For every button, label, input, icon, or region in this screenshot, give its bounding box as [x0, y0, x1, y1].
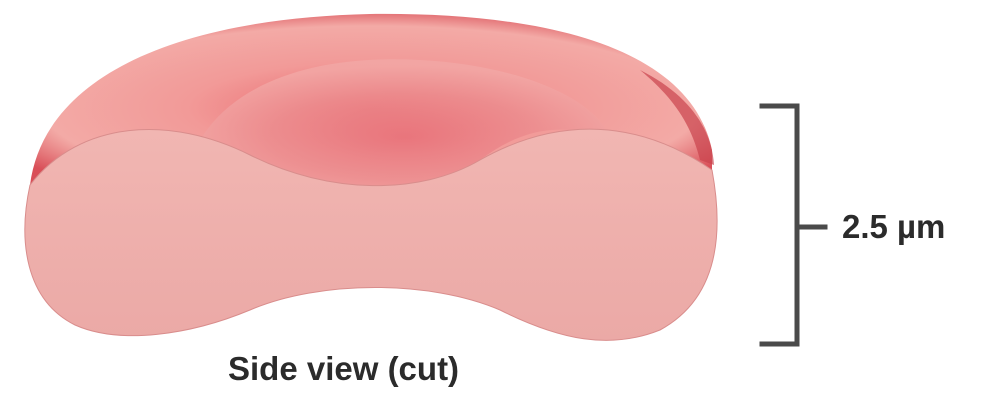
measurement-label: 2.5 µm	[842, 210, 945, 243]
measurement-bracket	[762, 106, 825, 344]
figure-caption: Side view (cut)	[228, 352, 459, 385]
